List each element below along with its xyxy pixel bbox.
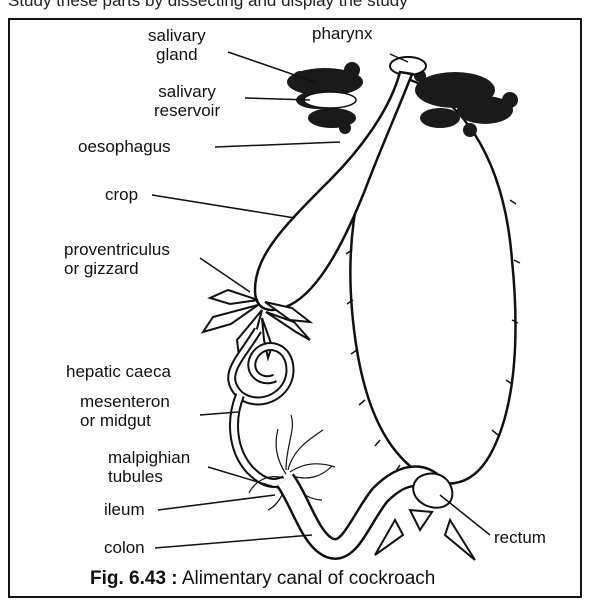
label-pharynx: pharynx bbox=[312, 24, 372, 43]
label-colon: colon bbox=[104, 538, 145, 557]
label-salivary-reservoir-line1: salivary bbox=[154, 82, 220, 101]
figure-number: Fig. 6.43 : bbox=[90, 568, 178, 589]
figure-caption: Fig. 6.43 : Alimentary canal of cockroac… bbox=[90, 568, 435, 590]
label-ileum: ileum bbox=[104, 500, 145, 519]
label-mesenteron-line1: mesenteron bbox=[80, 392, 170, 411]
label-salivary-reservoir-line2: reservoir bbox=[154, 101, 220, 120]
midgut-descending bbox=[234, 395, 285, 483]
figure-title: Alimentary canal of cockroach bbox=[182, 568, 435, 589]
label-proventriculus-line2: or gizzard bbox=[64, 259, 170, 278]
label-salivary-reservoir: salivary reservoir bbox=[154, 82, 220, 120]
label-malpighian-line1: malpighian bbox=[108, 448, 190, 467]
label-malpighian-line2: tubules bbox=[108, 467, 190, 486]
anal-cerci bbox=[375, 510, 475, 560]
label-crop: crop bbox=[105, 185, 138, 204]
label-salivary-gland-line2: gland bbox=[148, 45, 206, 64]
label-oesophagus: oesophagus bbox=[78, 137, 171, 156]
rectum-shape bbox=[413, 474, 452, 508]
label-proventriculus-line1: proventriculus bbox=[64, 240, 170, 259]
label-proventriculus: proventriculus or gizzard bbox=[64, 240, 170, 278]
label-salivary-gland-line1: salivary bbox=[148, 26, 206, 45]
label-salivary-gland: salivary gland bbox=[148, 26, 206, 64]
label-rectum: rectum bbox=[494, 528, 546, 547]
label-hepatic-caeca: hepatic caeca bbox=[66, 362, 171, 381]
label-mesenteron-line2: or midgut bbox=[80, 411, 170, 430]
label-malpighian-tubules: malpighian tubules bbox=[108, 448, 190, 486]
salivary-reservoir-shape bbox=[304, 92, 356, 108]
label-mesenteron: mesenteron or midgut bbox=[80, 392, 170, 430]
